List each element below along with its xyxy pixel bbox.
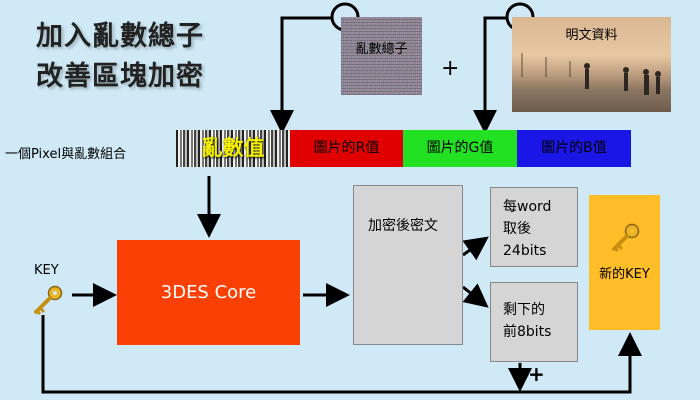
key-label: KEY: [34, 263, 59, 278]
3des-core-label: 3DES Core: [160, 282, 257, 303]
r-value-segment: 圖片的R值: [290, 130, 403, 167]
plain-to-g-line: [473, 16, 509, 134]
new-key-box: 新的KEY: [589, 195, 660, 330]
title-line-1: 加入亂數總子: [36, 21, 204, 52]
plain-image: 明文資料: [512, 17, 671, 112]
word-24bits-box: 每word 取後 24bits: [490, 187, 578, 267]
pixel-combo-label: 一個Pixel與亂數組合: [5, 147, 127, 162]
g-value-segment: 圖片的G值: [403, 130, 517, 167]
noise-image-label: 亂數總子: [355, 42, 408, 57]
3des-core-box: 3DES Core: [117, 240, 300, 345]
feedback-line: [41, 315, 642, 394]
key-icon: [34, 285, 63, 316]
new-key-label: 新的KEY: [599, 267, 650, 282]
random-value-segment: 亂數值: [176, 130, 290, 167]
word-box-line-3: 24bits: [503, 243, 547, 259]
cipher-to-word-arrow: [462, 236, 489, 261]
remain-box-line-1: 剩下的: [503, 302, 545, 318]
cipher-to-remain-arrow: [462, 283, 489, 308]
new-key-icon: [612, 223, 640, 253]
photo-scene: [521, 53, 661, 95]
combine-plus-sign: +: [528, 362, 545, 386]
plus-sign: +: [441, 56, 460, 81]
plain-image-label: 明文資料: [565, 28, 618, 43]
ciphertext-label: 加密後密文: [368, 218, 438, 234]
remain-box-line-2: 前8bits: [503, 324, 552, 340]
noise-image: 亂數總子: [341, 17, 422, 95]
b-value-segment: 圖片的B值: [517, 130, 631, 167]
noise-to-random-line: [270, 16, 337, 134]
ciphertext-box: 加密後密文: [353, 185, 463, 345]
word-box-line-1: 每word: [503, 199, 552, 215]
word-box-line-2: 取後: [503, 221, 531, 237]
title-line-2: 改善區塊加密: [36, 61, 204, 92]
remaining-8bits-box: 剩下的 前8bits: [490, 282, 578, 362]
